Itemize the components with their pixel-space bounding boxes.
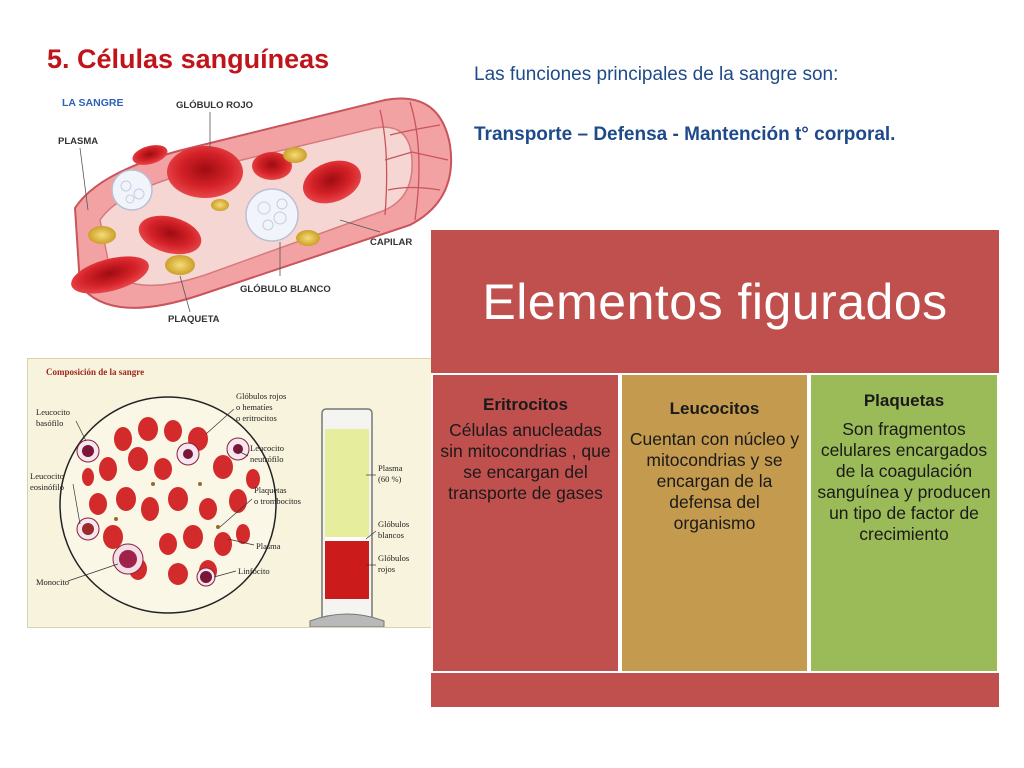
- label-neutrophil: Leucocito: [250, 443, 284, 453]
- label-neutrophil-2: neutrófilo: [250, 454, 284, 464]
- column-leucocitos: Leucocitos Cuentan con núcleo y mitocond…: [620, 373, 809, 673]
- tube-white-layer: [325, 537, 369, 541]
- label-tube-white: Glóbulos: [378, 519, 409, 529]
- column-eritrocitos: Eritrocitos Células anucleadas sin mitoc…: [431, 373, 620, 673]
- functions-text: Transporte – Defensa - Mantención t° cor…: [474, 124, 896, 145]
- label-red-cells-3: o eritrocitos: [236, 413, 277, 423]
- label-platelets: Plaquetas: [254, 485, 287, 495]
- blood-composition-illustration: Composición de la sangre Leucocito basóf…: [27, 358, 432, 628]
- label-plasma: PLASMA: [58, 136, 98, 147]
- white-cell: [245, 188, 299, 242]
- tube-plasma: [325, 429, 369, 537]
- table-header: Elementos figurados: [431, 230, 999, 373]
- label-monocyte: Monocito: [36, 577, 69, 587]
- intro-text: Las funciones principales de la sangre s…: [474, 64, 839, 85]
- slide-title: 5. Células sanguíneas: [47, 44, 330, 74]
- label-tube-plasma: Plasma: [378, 463, 403, 473]
- blood-vessel-illustration: LA SANGRE GLÓBULO ROJO PLASMA CAPILAR GL…: [58, 97, 453, 325]
- label-red-cell: GLÓBULO ROJO: [176, 99, 253, 111]
- label-eosinophil: Leucocito: [30, 471, 64, 481]
- red-cell: [132, 145, 168, 165]
- label-basophil-2: basófilo: [36, 418, 63, 428]
- table-footer: [431, 673, 999, 707]
- label-eosinophil-2: eosinófilo: [30, 482, 64, 492]
- label-tube-red: Glóbulos: [378, 553, 409, 563]
- label-tube-red-2: rojos: [378, 564, 395, 574]
- column-description: Son fragmentos celulares encargados de l…: [817, 419, 991, 544]
- label-tube-plasma-2: (60 %): [378, 474, 402, 484]
- label-plasma: Plasma: [256, 541, 281, 551]
- label-basophil: Leucocito: [36, 407, 70, 417]
- platelet: [88, 226, 116, 244]
- label-capillary: CAPILAR: [370, 237, 412, 248]
- label-lymphocyte: Linfocito: [238, 566, 270, 576]
- column-description: Células anucleadas sin mitocondrias , qu…: [440, 420, 611, 503]
- red-cell: [302, 160, 362, 204]
- tube-red-layer: [325, 541, 369, 599]
- composition-title: Composición de la sangre: [46, 367, 144, 377]
- red-cell: [71, 256, 149, 294]
- red-cell: [138, 215, 202, 255]
- elements-table: Elementos figurados Eritrocitos Células …: [431, 230, 999, 707]
- label-white-cell: GLÓBULO BLANCO: [240, 283, 331, 295]
- platelet: [211, 199, 229, 211]
- red-cell: [167, 146, 243, 198]
- red-cell: [252, 152, 292, 180]
- platelet: [165, 255, 195, 275]
- column-description: Cuentan con núcleo y mitocondrias y se e…: [629, 429, 800, 533]
- white-cell: [111, 169, 153, 211]
- platelet: [283, 147, 307, 163]
- table-heading: Elementos figurados: [482, 273, 948, 330]
- column-name: Leucocitos: [669, 399, 760, 418]
- column-name: Plaquetas: [863, 391, 945, 410]
- platelet: [296, 230, 320, 246]
- label-red-cells: Glóbulos rojos: [236, 391, 286, 401]
- label-tube-white-2: blancos: [378, 530, 404, 540]
- column-name: Eritrocitos: [482, 395, 569, 414]
- label-platelet: PLAQUETA: [168, 314, 220, 325]
- label-platelets-2: o trombocitos: [254, 496, 301, 506]
- label-red-cells-2: o hematíes: [236, 402, 273, 412]
- column-plaquetas: Plaquetas Son fragmentos celulares encar…: [809, 373, 999, 673]
- vessel-title: LA SANGRE: [62, 97, 123, 109]
